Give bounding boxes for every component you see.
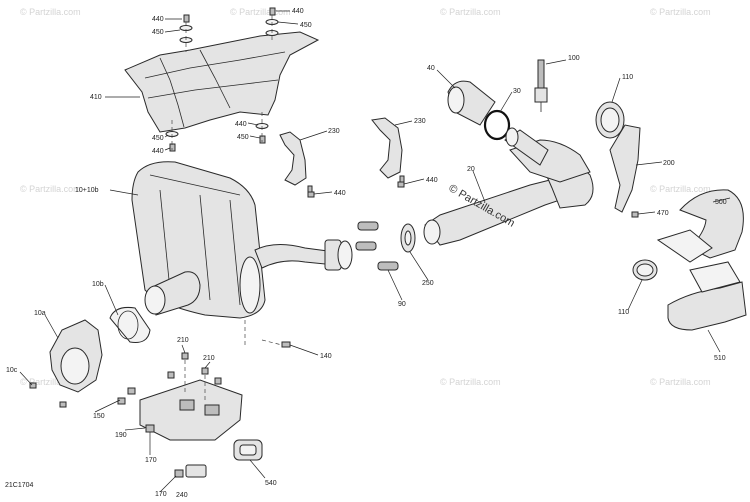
label-200[interactable]: 200 xyxy=(663,160,675,167)
watermark-tile: © Partzilla.com xyxy=(650,7,711,17)
clamp-110-upper[interactable] xyxy=(595,101,625,139)
label-170[interactable]: 170 xyxy=(155,491,167,498)
label-10c[interactable]: 10c xyxy=(6,367,18,374)
watermark-tile: © Partzilla.com xyxy=(650,377,711,387)
watermark-tiles: © Partzilla.com © Partzilla.com © Partzi… xyxy=(20,7,711,387)
label-210[interactable]: 210 xyxy=(177,337,189,344)
clip-240[interactable] xyxy=(185,464,207,478)
sleeve xyxy=(504,127,549,166)
label-10b[interactable]: 10b xyxy=(92,281,104,288)
grommet-540[interactable] xyxy=(233,439,263,461)
label-150[interactable]: 150 xyxy=(93,413,105,420)
mount-bracket-190[interactable] xyxy=(139,360,243,441)
label-90[interactable]: 90 xyxy=(398,301,406,308)
label-20[interactable]: 20 xyxy=(467,166,475,173)
part-labels: 440 450 440 450 410 450 440 440 450 230 … xyxy=(6,8,727,499)
watermark-tile: © Partzilla.com xyxy=(230,7,291,17)
muffler-10[interactable] xyxy=(131,161,336,345)
gasket-250[interactable] xyxy=(400,223,416,253)
label-440[interactable]: 440 xyxy=(152,16,164,23)
baffle-10b[interactable] xyxy=(109,307,151,343)
heat-shield-410[interactable] xyxy=(124,31,320,133)
tailpipe-cover-10a[interactable] xyxy=(49,319,103,393)
label-110[interactable]: 110 xyxy=(622,74,633,81)
o-ring-30[interactable] xyxy=(483,109,511,141)
label-450[interactable]: 450 xyxy=(237,134,249,141)
label-110[interactable]: 110 xyxy=(618,309,629,316)
label-250[interactable]: 250 xyxy=(422,280,434,287)
bolt-140[interactable] xyxy=(261,339,291,348)
watermark-tile: © Partzilla.com xyxy=(20,7,81,17)
watermark-tile: © Partzilla.com xyxy=(650,184,711,194)
label-10[interactable]: 10+10b xyxy=(75,187,99,194)
label-140[interactable]: 140 xyxy=(320,353,332,360)
label-410[interactable]: 410 xyxy=(90,94,102,101)
label-500[interactable]: 500 xyxy=(715,199,727,206)
label-100[interactable]: 100 xyxy=(568,55,580,62)
bracket-230-right[interactable] xyxy=(371,117,405,183)
label-510[interactable]: 510 xyxy=(714,355,726,362)
label-440[interactable]: 440 xyxy=(235,121,247,128)
pipe-shell-500[interactable] xyxy=(656,189,744,263)
label-230[interactable]: 230 xyxy=(328,128,340,135)
watermark-tile: © Partzilla.com xyxy=(20,377,81,387)
springs-90[interactable] xyxy=(355,221,399,271)
label-540[interactable]: 540 xyxy=(265,480,277,487)
flex-coupling[interactable] xyxy=(324,239,353,271)
label-440[interactable]: 440 xyxy=(426,177,438,184)
label-40[interactable]: 40 xyxy=(427,65,435,72)
label-450[interactable]: 450 xyxy=(152,135,164,142)
shield-hardware xyxy=(165,7,279,152)
label-440[interactable]: 440 xyxy=(292,8,304,15)
bracket-230-left[interactable] xyxy=(279,131,313,193)
heat-sleeve-40[interactable] xyxy=(447,80,496,126)
watermark-tile: © Partzilla.com xyxy=(440,377,501,387)
watermark-tile: © Partzilla.com xyxy=(440,7,501,17)
screws-440 xyxy=(29,181,639,408)
label-440[interactable]: 440 xyxy=(334,190,346,197)
label-450[interactable]: 450 xyxy=(300,22,312,29)
label-450[interactable]: 450 xyxy=(152,29,164,36)
label-190[interactable]: 190 xyxy=(115,432,127,439)
clamp-110-lower[interactable] xyxy=(632,259,658,281)
label-470[interactable]: 470 xyxy=(657,210,669,217)
label-170[interactable]: 170 xyxy=(145,457,157,464)
label-240[interactable]: 240 xyxy=(176,492,188,499)
label-210[interactable]: 210 xyxy=(203,355,215,362)
bracket-200[interactable] xyxy=(609,124,641,213)
o2-sensor-100[interactable] xyxy=(534,59,548,112)
label-230[interactable]: 230 xyxy=(414,118,426,125)
drawing-code: 21C1704 xyxy=(5,482,34,489)
leader-lines xyxy=(19,10,731,493)
watermark-tile: © Partzilla.com xyxy=(20,184,81,194)
label-440[interactable]: 440 xyxy=(152,148,164,155)
label-10a[interactable]: 10a xyxy=(34,310,46,317)
pipe-shell-510[interactable] xyxy=(667,261,747,331)
label-30[interactable]: 30 xyxy=(513,88,521,95)
